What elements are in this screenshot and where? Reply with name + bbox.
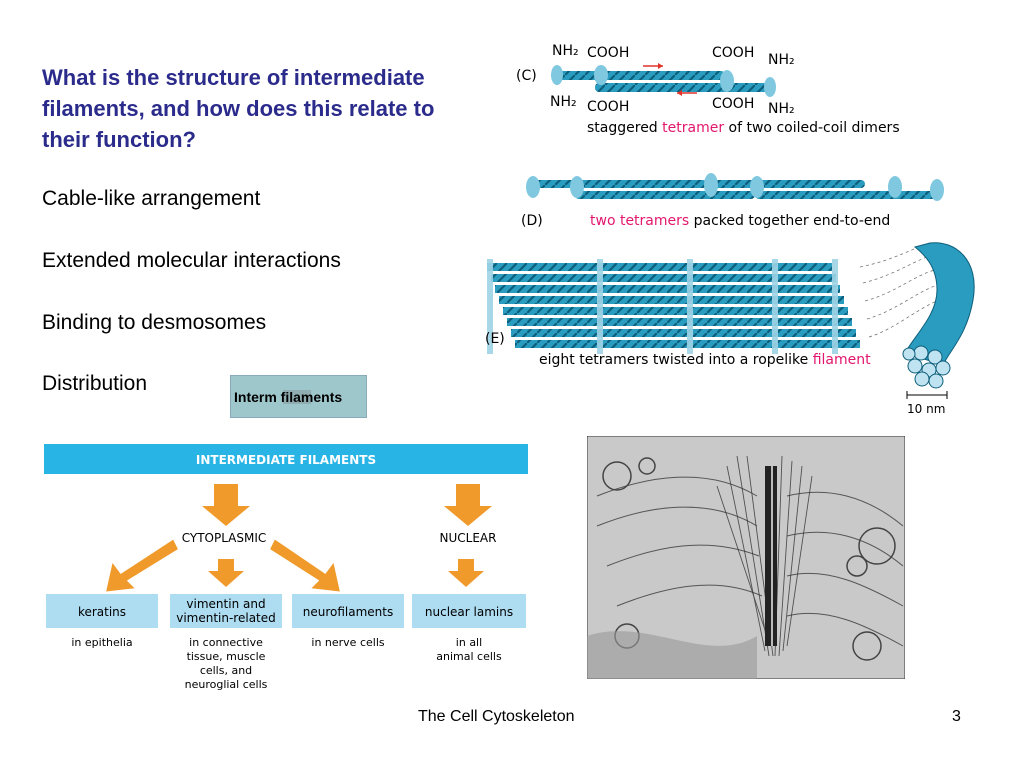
nuclear-label: NUCLEAR [440,531,497,545]
intermediate-filaments-flowchart: INTERMEDIATE FILAMENTS CYTOPLASMIC NUCLE… [44,444,528,691]
note-vimentin: in connective [189,636,263,649]
note-neuro: in nerve cells [311,636,384,649]
flowchart-header-bar [44,444,528,474]
panel-d-label: (D) [521,213,543,229]
panel-c-caption: staggered tetramer of two coiled-coil di… [587,120,900,136]
play-icon [283,390,311,404]
note-vimentin: cells, and [200,664,252,677]
nh2-label: NH₂ [550,94,577,110]
slide-question: What is the structure of intermediate fi… [42,65,435,152]
page-number: 3 [952,708,961,725]
panel-c-label: (C) [516,68,537,84]
head-domain [551,65,563,85]
bullet-molecular-interactions: Extended molecular interactions [42,249,341,272]
panel-d-caption: two tetramers packed together end-to-end [590,213,890,229]
nh2-label: NH₂ [768,52,795,68]
cooh-label: COOH [712,96,754,112]
box-keratins [46,594,158,628]
panel-e-caption: eight tetramers twisted into a ropelike … [539,352,871,368]
box-neurofilaments-label: neurofilaments [303,605,394,619]
tail-domain [720,70,734,92]
footer-title: The Cell Cytoskeleton [418,708,575,725]
box-neurofilaments [292,594,404,628]
box-vimentin-label-1: vimentin and [186,597,265,611]
nh2-label: NH₂ [768,101,795,117]
interm-filaments-media-button[interactable]: Interm filaments [230,375,367,418]
note-vimentin: tissue, muscle [187,650,266,663]
flowchart-header: INTERMEDIATE FILAMENTS [196,453,376,467]
nh2-label: NH₂ [552,43,579,59]
tail-domain [594,65,608,85]
cooh-label: COOH [712,45,754,61]
bullet-desmosomes: Binding to desmosomes [42,311,267,334]
cooh-label: COOH [587,99,629,115]
media-button-label: Interm filaments [234,389,343,405]
scale-bar-label: 10 nm [907,402,945,416]
filament-structure-figure: (C) NH₂ COOH COOH NH₂ NH₂ COOH COOH NH₂ … [485,43,975,416]
arrow-icon [106,484,492,592]
box-vimentin [170,594,282,628]
note-keratins: in epithelia [71,636,132,649]
note-vimentin: neuroglial cells [185,678,268,691]
panel-d: (D) two tetramers packed together end-to… [521,173,944,229]
box-nuclear-lamins [412,594,526,628]
cooh-label: COOH [587,45,629,61]
head-domain [764,77,776,97]
panel-c: (C) NH₂ COOH COOH NH₂ NH₂ COOH COOH NH₂ … [516,43,900,136]
desmosome-micrograph [587,436,905,679]
note-lamins: in all [456,636,482,649]
box-vimentin-label-2: vimentin-related [176,611,276,625]
box-lamins-label: nuclear lamins [425,605,513,619]
note-lamins: animal cells [436,650,502,663]
box-keratins-label: keratins [78,605,126,619]
panel-e: 10 nm (E) eight tetramers twisted into a… [485,242,975,416]
panel-e-label: (E) [485,331,505,347]
bullet-distribution: Distribution [42,372,148,395]
cytoplasmic-label: CYTOPLASMIC [182,531,267,545]
dimer-rod [555,71,725,80]
dimer-rod [595,83,770,92]
bullet-cable-like: Cable-like arrangement [42,187,261,210]
